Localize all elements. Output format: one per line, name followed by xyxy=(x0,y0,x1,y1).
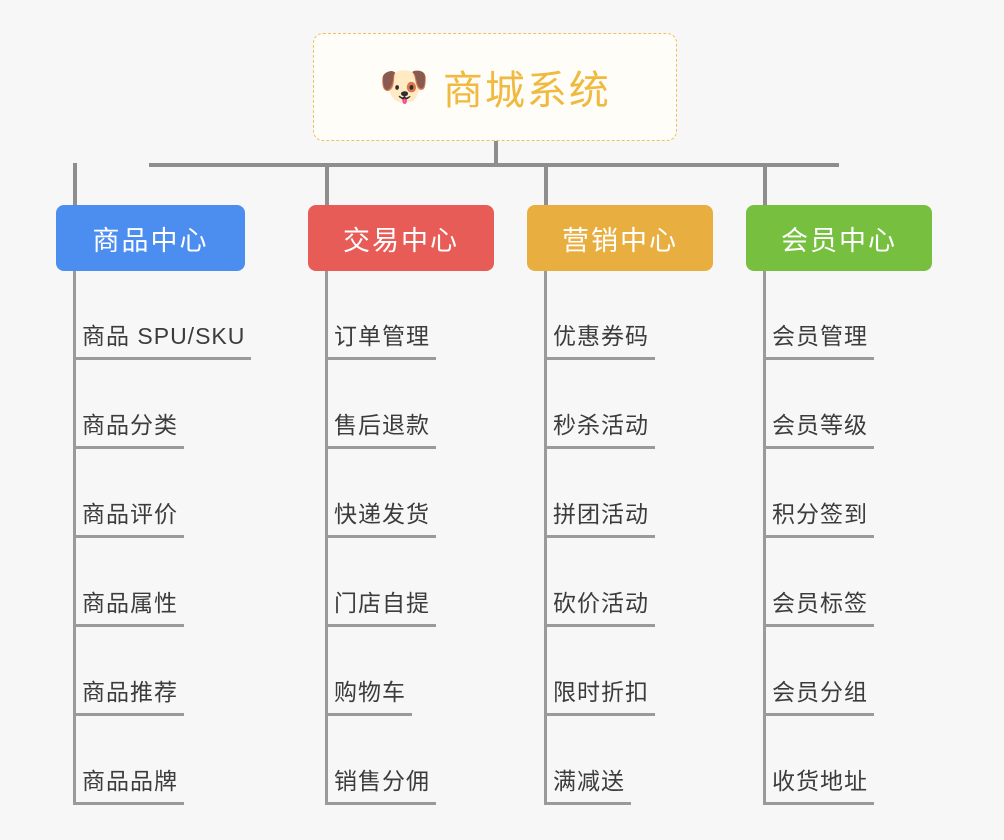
leaf-label: 门店自提 xyxy=(328,584,436,627)
category-title: 营销中心 xyxy=(562,225,678,256)
column-spine-product-center xyxy=(73,271,76,805)
column-spine-marketing-center xyxy=(544,271,547,805)
leaf-label: 商品 SPU/SKU xyxy=(76,317,252,360)
category-header-product-center[interactable]: 商品中心 xyxy=(56,205,245,271)
connector-drop-product-center xyxy=(73,163,77,205)
leaf-label: 商品推荐 xyxy=(76,673,184,716)
leaf-item[interactable]: 商品推荐 xyxy=(56,627,245,716)
leaf-label: 拼团活动 xyxy=(547,495,655,538)
leaf-item[interactable]: 快递发货 xyxy=(308,449,494,538)
root-title: 商城系统 xyxy=(442,69,611,113)
category-header-trade-center[interactable]: 交易中心 xyxy=(308,205,494,271)
connector-drop-trade-center xyxy=(325,163,329,205)
leaf-item[interactable]: 会员标签 xyxy=(746,538,932,627)
leaf-list-member-center: 会员管理会员等级积分签到会员标签会员分组收货地址 xyxy=(746,271,932,805)
leaf-item[interactable]: 商品分类 xyxy=(56,360,245,449)
column-spine-member-center xyxy=(763,271,766,805)
connector-drop-marketing-center xyxy=(544,163,548,205)
leaf-label: 收货地址 xyxy=(766,762,874,805)
leaf-item[interactable]: 秒杀活动 xyxy=(527,360,713,449)
leaf-label: 购物车 xyxy=(328,673,412,716)
leaf-item[interactable]: 会员管理 xyxy=(746,271,932,360)
leaf-item[interactable]: 商品品牌 xyxy=(56,716,245,805)
leaf-label: 会员分组 xyxy=(766,673,874,716)
leaf-label: 商品分类 xyxy=(76,406,184,449)
leaf-list-trade-center: 订单管理售后退款快递发货门店自提购物车销售分佣 xyxy=(308,271,494,805)
leaf-label: 会员标签 xyxy=(766,584,874,627)
connector-root-stem xyxy=(494,141,498,165)
leaf-list-product-center: 商品 SPU/SKU 商品分类商品评价商品属性商品推荐商品品牌 xyxy=(56,271,252,805)
leaf-item[interactable]: 商品属性 xyxy=(56,538,245,627)
leaf-label: 商品评价 xyxy=(76,495,184,538)
root-node[interactable]: 🐶 商城系统 xyxy=(313,33,677,141)
category-header-marketing-center[interactable]: 营销中心 xyxy=(527,205,713,271)
column-product-center: 商品中心商品 SPU/SKU 商品分类商品评价商品属性商品推荐商品品牌 xyxy=(56,205,252,805)
leaf-label: 会员管理 xyxy=(766,317,874,360)
shiba-dog-icon: 🐶 xyxy=(379,65,429,109)
leaf-label: 积分签到 xyxy=(766,495,874,538)
leaf-item[interactable]: 砍价活动 xyxy=(527,538,713,627)
leaf-item[interactable]: 会员分组 xyxy=(746,627,932,716)
leaf-label: 限时折扣 xyxy=(547,673,655,716)
connector-drop-member-center xyxy=(763,163,767,205)
leaf-item[interactable]: 满减送 xyxy=(527,716,713,805)
leaf-label: 快递发货 xyxy=(328,495,436,538)
leaf-item[interactable]: 会员等级 xyxy=(746,360,932,449)
leaf-item[interactable]: 拼团活动 xyxy=(527,449,713,538)
leaf-label: 优惠券码 xyxy=(547,317,655,360)
column-marketing-center: 营销中心优惠券码秒杀活动拼团活动砍价活动限时折扣满减送 xyxy=(527,205,713,805)
leaf-item[interactable]: 优惠券码 xyxy=(527,271,713,360)
category-title: 会员中心 xyxy=(781,225,897,256)
leaf-item[interactable]: 商品评价 xyxy=(56,449,245,538)
leaf-item[interactable]: 收货地址 xyxy=(746,716,932,805)
leaf-label: 秒杀活动 xyxy=(547,406,655,449)
leaf-label: 商品属性 xyxy=(76,584,184,627)
leaf-list-marketing-center: 优惠券码秒杀活动拼团活动砍价活动限时折扣满减送 xyxy=(527,271,713,805)
connector-horizontal-bus xyxy=(149,163,839,167)
column-trade-center: 交易中心订单管理售后退款快递发货门店自提购物车销售分佣 xyxy=(308,205,494,805)
leaf-label: 销售分佣 xyxy=(328,762,436,805)
leaf-item[interactable]: 门店自提 xyxy=(308,538,494,627)
category-title: 商品中心 xyxy=(92,225,209,256)
leaf-item[interactable]: 销售分佣 xyxy=(308,716,494,805)
leaf-item[interactable]: 商品 SPU/SKU xyxy=(56,271,252,360)
category-title: 交易中心 xyxy=(343,225,459,256)
leaf-item[interactable]: 限时折扣 xyxy=(527,627,713,716)
leaf-item[interactable]: 售后退款 xyxy=(308,360,494,449)
leaf-label: 售后退款 xyxy=(328,406,436,449)
category-header-member-center[interactable]: 会员中心 xyxy=(746,205,932,271)
column-spine-trade-center xyxy=(325,271,328,805)
leaf-item[interactable]: 购物车 xyxy=(308,627,494,716)
leaf-label: 满减送 xyxy=(547,762,631,805)
leaf-item[interactable]: 积分签到 xyxy=(746,449,932,538)
leaf-label: 砍价活动 xyxy=(547,584,655,627)
leaf-item[interactable]: 订单管理 xyxy=(308,271,494,360)
column-member-center: 会员中心会员管理会员等级积分签到会员标签会员分组收货地址 xyxy=(746,205,932,805)
leaf-label: 订单管理 xyxy=(328,317,436,360)
leaf-label: 商品品牌 xyxy=(76,762,184,805)
leaf-label: 会员等级 xyxy=(766,406,874,449)
